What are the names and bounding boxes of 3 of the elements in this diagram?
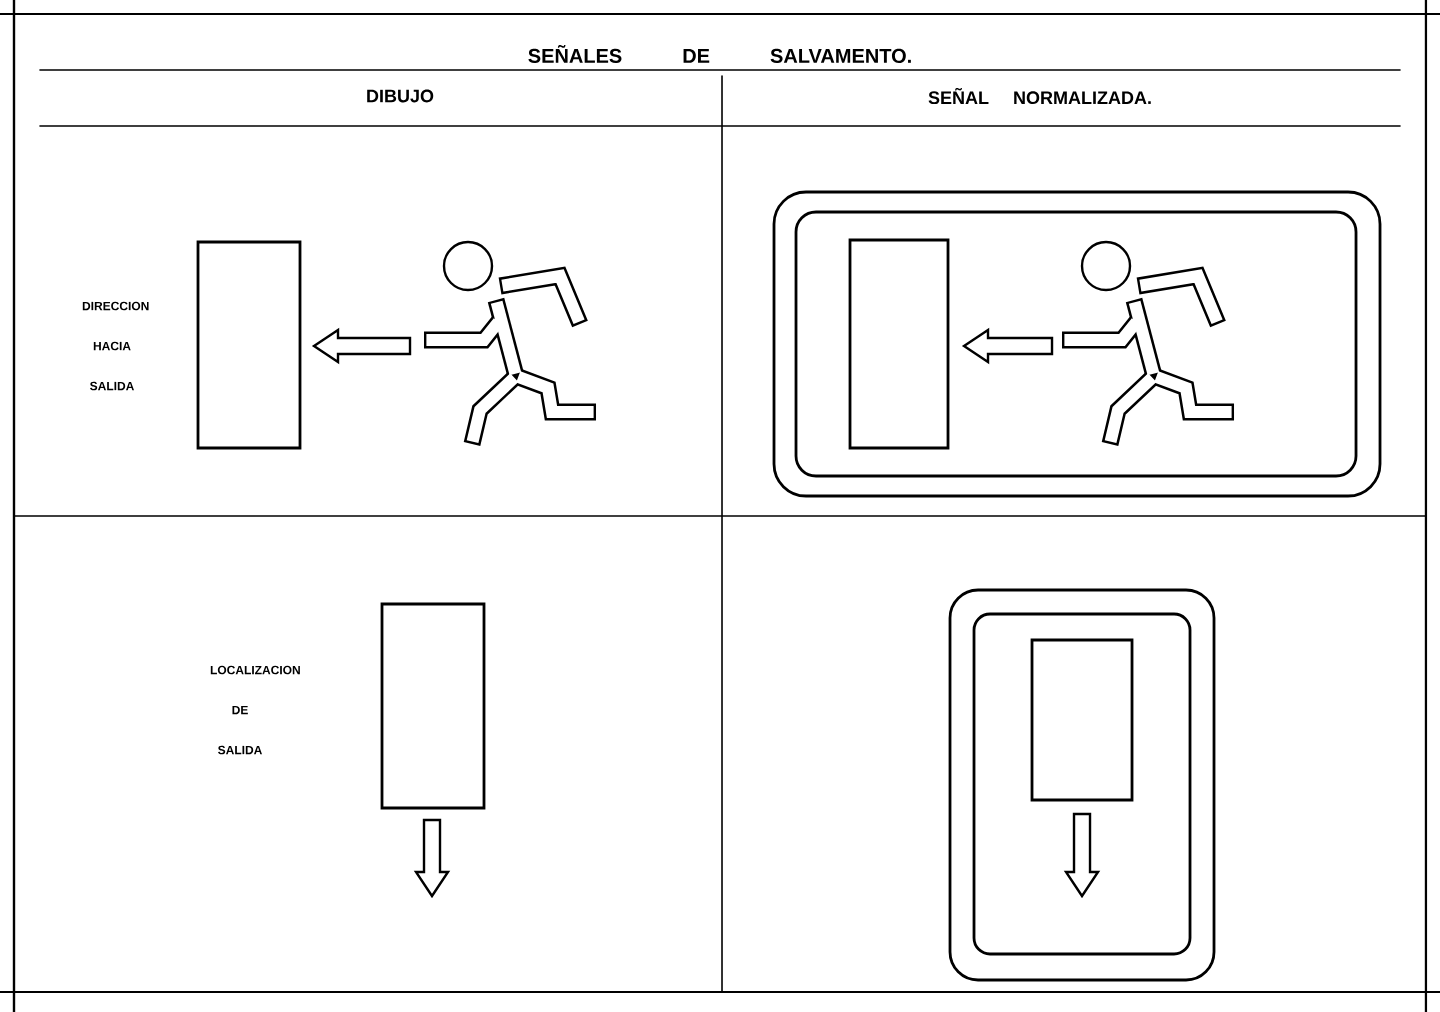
title: SEÑALES DE SALVAMENTO. (528, 45, 911, 63)
column-header: SEÑAL NORMALIZADA. (928, 87, 1151, 105)
column-header: DIBUJO (367, 89, 434, 103)
